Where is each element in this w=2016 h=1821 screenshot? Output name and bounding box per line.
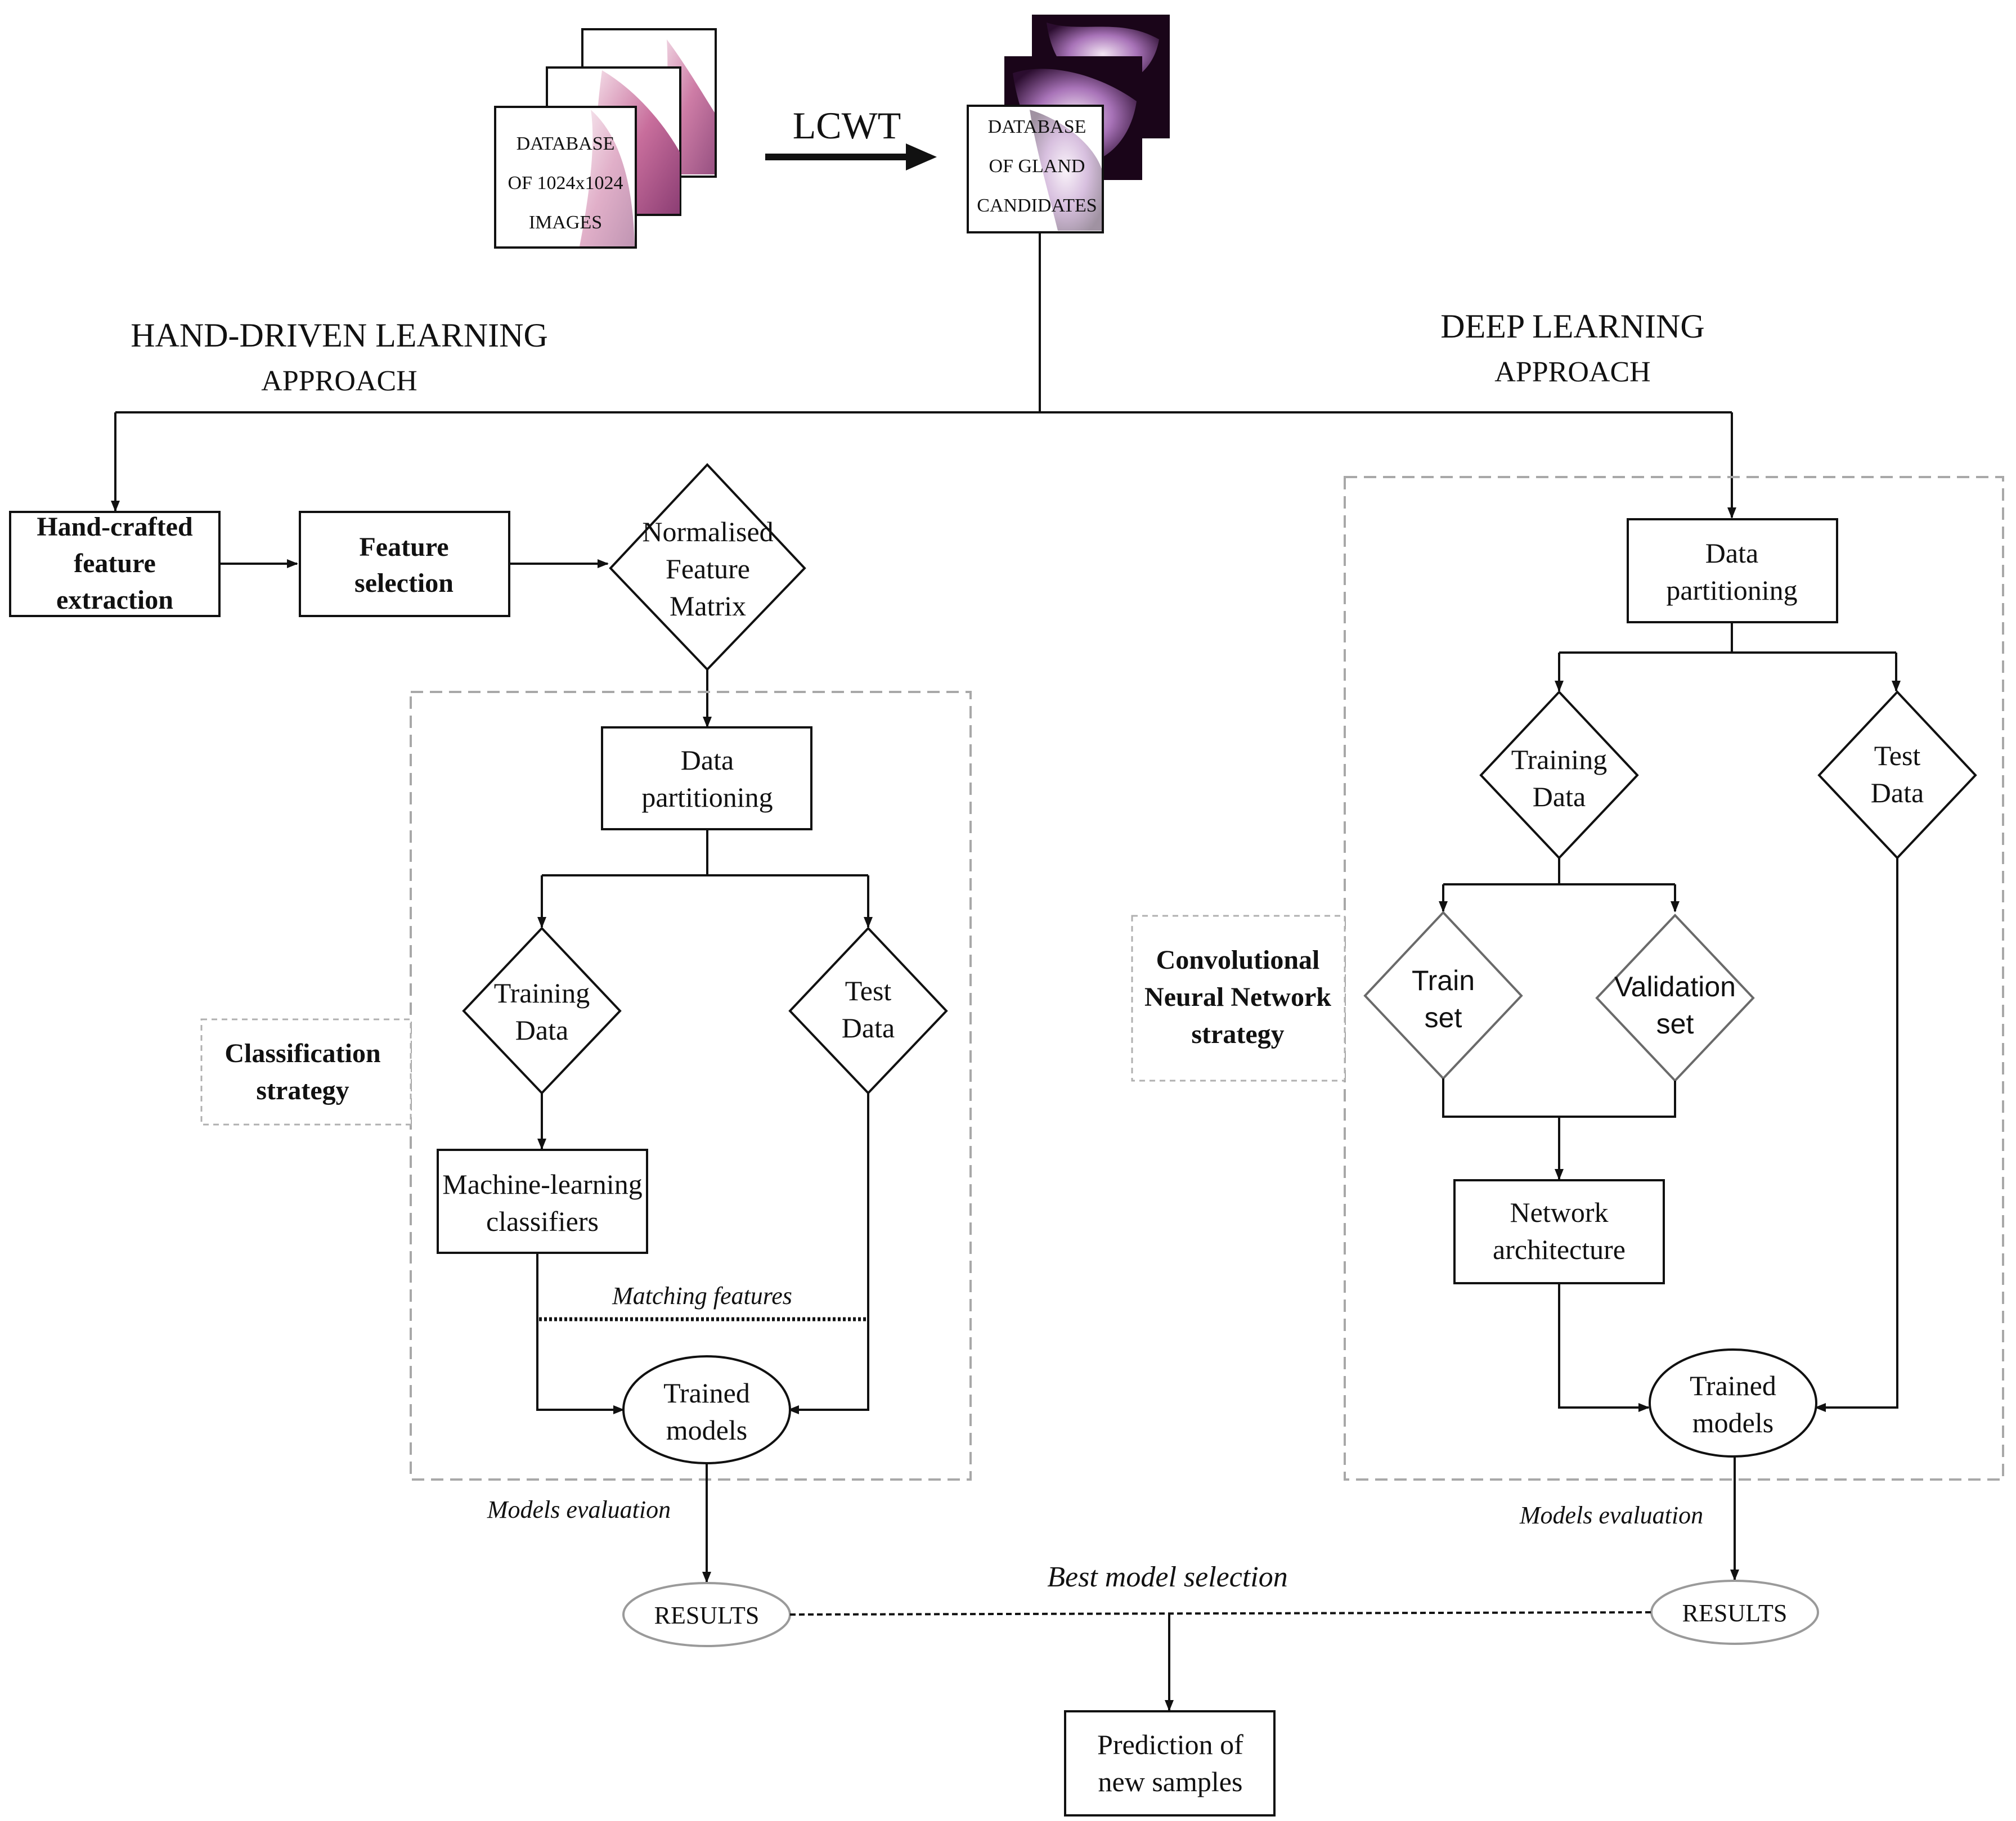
training-left-line1: Training <box>494 977 590 1009</box>
database-gland-line3: CANDIDATES <box>977 195 1097 216</box>
results-right: RESULTS <box>1650 1580 1819 1645</box>
partition-right-line1: Data <box>1705 537 1758 569</box>
database-full-images: DATABASE OF 1024x1024 IMAGES <box>494 28 717 249</box>
test-right-line1: Test <box>1874 740 1921 771</box>
network-line2: architecture <box>1493 1234 1626 1265</box>
trained-models-left: Trained models <box>622 1355 791 1464</box>
trained-left-line1: Trained <box>663 1377 750 1409</box>
partition-left-line1: Data <box>681 744 734 776</box>
validation-set: Validation set <box>1595 914 1755 1082</box>
test-right-line2: Data <box>1871 777 1924 808</box>
train-set-line2: set <box>1425 1002 1462 1033</box>
results-right-label: RESULTS <box>1682 1599 1788 1627</box>
feature-selection-line1: Feature <box>359 532 448 562</box>
machine-learning-classifiers: Machine-learning classifiers <box>437 1149 648 1254</box>
arrow-network-to-models <box>1558 1283 1650 1412</box>
test-data-right: Test Data <box>1817 690 1977 860</box>
database-gland-candidates: DATABASE OF GLAND CANDIDATES <box>967 15 1170 233</box>
hand-driven-subtitle: APPROACH <box>261 365 417 397</box>
trained-right-line2: models <box>1692 1407 1773 1438</box>
database-full-line2: OF 1024x1024 <box>508 173 623 194</box>
classification-strategy-label: Classification strategy <box>200 1018 412 1126</box>
arrow-classifiers-to-models <box>536 1253 625 1414</box>
arrow-right-icon <box>906 143 937 170</box>
prediction-line2: new samples <box>1098 1766 1243 1797</box>
validation-set-line2: set <box>1656 1008 1694 1040</box>
arrow-test-to-models-right <box>1815 858 1898 1412</box>
network-line1: Network <box>1510 1197 1609 1228</box>
classifiers-line1: Machine-learning <box>442 1168 642 1200</box>
database-full-line1: DATABASE <box>517 133 615 154</box>
partition-right-line2: partitioning <box>1666 574 1797 606</box>
trained-models-right: Trained models <box>1649 1348 1817 1458</box>
handcrafted-line1: Hand-crafted <box>37 512 193 542</box>
prediction-line1: Prediction of <box>1097 1729 1243 1760</box>
train-set-line1: Train <box>1412 965 1475 996</box>
results-left: RESULTS <box>622 1582 791 1647</box>
train-set: Train set <box>1363 911 1523 1080</box>
test-left-line2: Data <box>842 1012 895 1044</box>
feature-selection-line2: selection <box>354 568 454 598</box>
database-gland-line1: DATABASE <box>988 116 1086 137</box>
deep-subtitle: APPROACH <box>1494 356 1650 388</box>
data-partitioning-left: Data partitioning <box>601 726 812 830</box>
training-right-line2: Data <box>1533 781 1586 812</box>
network-architecture: Network architecture <box>1453 1179 1665 1284</box>
connector-merge-sets <box>1442 1078 1676 1118</box>
validation-set-line1: Validation <box>1614 971 1736 1002</box>
classification-line2: strategy <box>256 1076 349 1105</box>
models-evaluation-right: Models evaluation <box>1519 1501 1703 1529</box>
training-left-line2: Data <box>515 1014 568 1046</box>
models-evaluation-left: Models evaluation <box>487 1496 671 1523</box>
lcwt-label: LCWT <box>793 104 901 147</box>
hand-driven-title: HAND-DRIVEN LEARNING <box>131 317 548 354</box>
matching-features-label: Matching features <box>612 1282 792 1310</box>
handcrafted-feature-extraction: Hand-crafted feature extraction <box>9 511 221 617</box>
cnn-line2: Neural Network <box>1144 982 1331 1012</box>
handcrafted-line2: feature <box>74 548 156 578</box>
deep-title: DEEP LEARNING <box>1440 308 1704 345</box>
heading-deep-learning: DEEP LEARNING APPROACH <box>1440 308 1704 388</box>
arrow-test-to-models <box>788 1093 869 1414</box>
database-gland-line2: OF GLAND <box>989 156 1085 177</box>
database-full-line3: IMAGES <box>529 212 602 233</box>
handcrafted-line3: extraction <box>56 585 173 615</box>
test-left-line1: Test <box>845 975 892 1006</box>
cnn-line1: Convolutional <box>1156 945 1320 975</box>
cnn-strategy-label: Convolutional Neural Network strategy <box>1131 915 1346 1082</box>
training-data-right: Training Data <box>1479 690 1639 860</box>
training-data-left: Training Data <box>462 927 622 1095</box>
normalised-line2: Feature <box>666 553 750 584</box>
partition-left-line2: partitioning <box>641 781 773 813</box>
cnn-line3: strategy <box>1191 1019 1284 1049</box>
normalised-line1: Normalised <box>642 516 773 547</box>
trained-right-line1: Trained <box>1690 1370 1776 1401</box>
lcwt-transform: LCWT <box>765 104 937 170</box>
best-model-selection-label: Best model selection <box>1047 1561 1287 1593</box>
data-partitioning-right: Data partitioning <box>1627 518 1838 623</box>
training-right-line1: Training <box>1511 744 1607 775</box>
test-data-left: Test Data <box>788 927 948 1095</box>
prediction-new-samples: Prediction of new samples <box>1064 1710 1276 1816</box>
best-model-dashed-link <box>789 1611 1652 1616</box>
normalised-feature-matrix: Normalised Feature Matrix <box>609 463 806 671</box>
normalised-line3: Matrix <box>670 590 746 622</box>
feature-selection: Feature selection <box>299 511 510 617</box>
results-left-label: RESULTS <box>654 1602 760 1629</box>
classification-line1: Classification <box>225 1038 380 1068</box>
classifiers-line2: classifiers <box>486 1206 599 1237</box>
trained-left-line2: models <box>666 1414 747 1446</box>
heading-hand-driven: HAND-DRIVEN LEARNING APPROACH <box>131 317 548 397</box>
